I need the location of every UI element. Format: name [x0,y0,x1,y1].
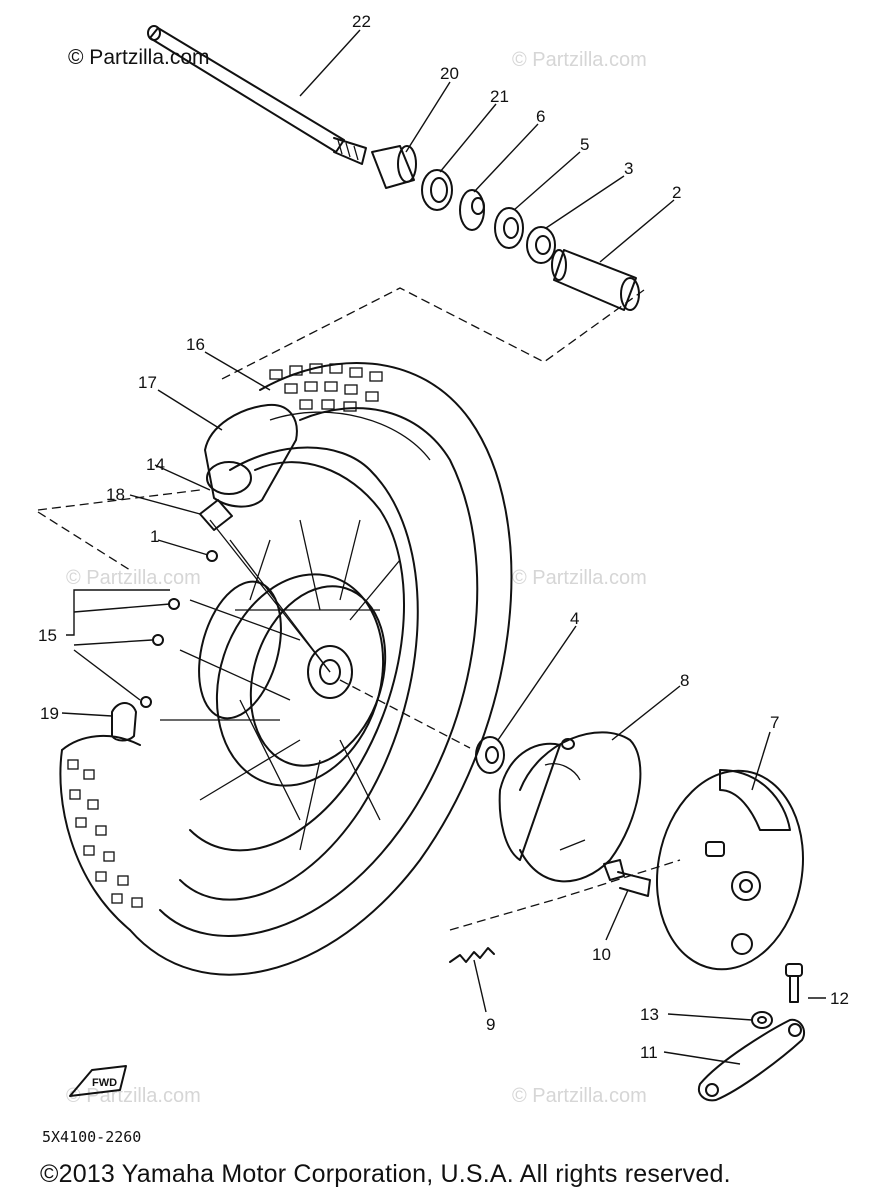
callout-11: 11 [640,1043,658,1062]
axle-part [147,25,367,165]
callout-13: 13 [640,1005,659,1024]
callout-18: 18 [106,485,125,504]
callout-16: 16 [186,335,205,354]
hub-part [160,519,401,851]
assembly-line-brake [449,859,681,931]
callout-4: 4 [570,609,579,628]
partzilla-brand-mark: © Partzilla.com [68,46,210,69]
brake-shoe-part [498,731,642,883]
collar-part [371,145,417,189]
assembly-line-hub [339,679,471,749]
assembly-line-upper [219,287,645,381]
brake-plate-part [655,769,805,971]
callout-20: 20 [440,64,459,83]
assembly-line-left [37,489,201,571]
camshaft-part [603,859,651,897]
washer-part [751,1011,773,1029]
spring-part [449,947,495,963]
callout-6: 6 [536,107,545,126]
callout-14: 14 [146,455,165,474]
watermark-bottom-left: © Partzilla.com [66,1085,201,1107]
leader-lines [61,29,826,1065]
callout-17: 17 [138,373,157,392]
callout-8: 8 [680,671,689,690]
callout-1: 1 [150,527,159,546]
forward-arrow-icon: FWD [69,1065,127,1097]
bolt-part [785,963,803,1003]
callout-21: 21 [490,87,509,106]
rim-part [189,461,405,852]
copyright-notice: ©2013 Yamaha Motor Corporation, U.S.A. A… [40,1160,731,1188]
callout-15: 15 [38,626,57,645]
oil-seal-part [421,169,453,211]
nipple-parts [140,550,218,708]
valve-cap-part [111,702,137,742]
tire-part [59,362,513,976]
cam-lever-part [698,1018,806,1102]
callout-10: 10 [592,945,611,964]
spacer-flange-part [459,189,485,231]
watermark-top-right: © Partzilla.com [512,49,647,71]
callout-5: 5 [580,135,589,154]
diagram-code: 5X4100-2260 [42,1128,142,1146]
callout-19: 19 [40,704,59,723]
watermark-mid-right: © Partzilla.com [512,567,647,589]
callout-7: 7 [770,713,779,732]
watermark-mid-left: © Partzilla.com [66,567,201,589]
bearing-part [494,207,524,249]
callout-9: 9 [486,1015,495,1034]
hub-seal-part [475,736,505,774]
spacer-part [551,249,640,311]
tube-part [199,403,298,531]
callout-2: 2 [672,183,681,202]
callout-3: 3 [624,159,633,178]
callout-22: 22 [352,12,371,31]
bearing-small-part [526,226,556,264]
watermark-bottom-right: © Partzilla.com [512,1085,647,1107]
fwd-label: FWD [92,1077,117,1089]
callout-12: 12 [830,989,849,1008]
